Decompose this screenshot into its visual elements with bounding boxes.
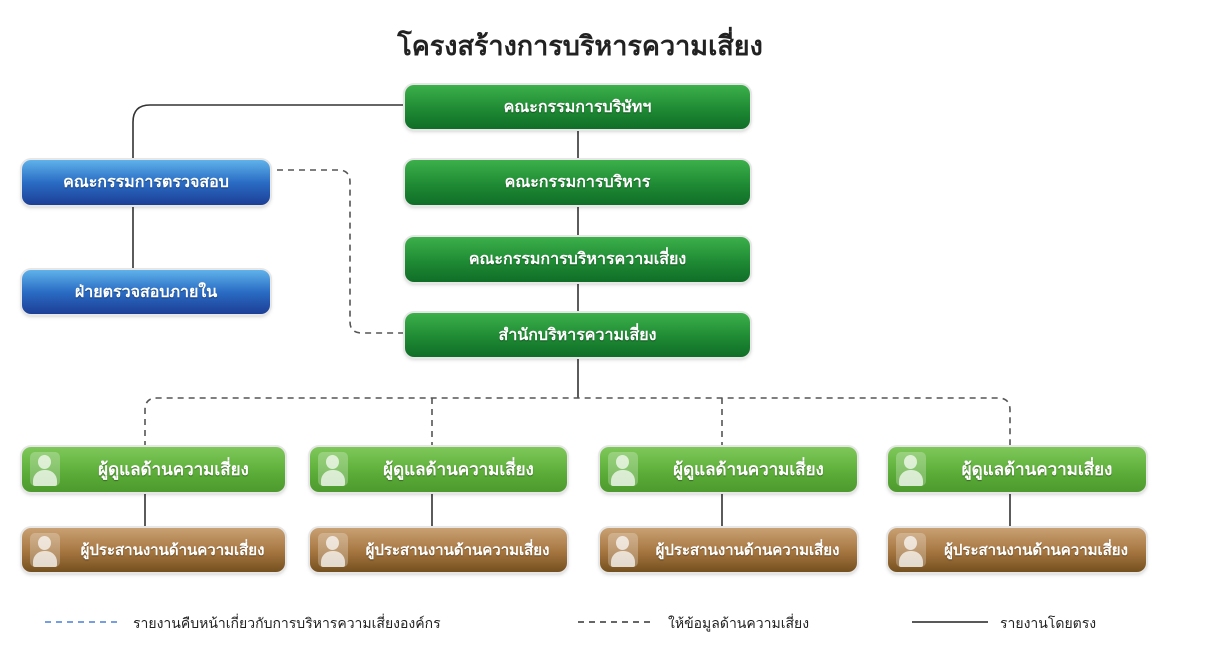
person-icon — [30, 452, 60, 486]
risk-coordinator-label: ผู้ประสานงานด้านความเสี่ยง — [365, 541, 550, 559]
legend-risk-information: ให้ข้อมูลด้านความเสี่ยง — [668, 616, 810, 632]
person-icon — [608, 452, 638, 486]
person-icon — [896, 533, 926, 567]
internal-audit-box: ฝ่ายตรวจสอบภายใน — [22, 270, 270, 314]
risk-coordinator-box: ผู้ประสานงานด้านความเสี่ยง — [888, 528, 1146, 572]
risk-coordinator-label: ผู้ประสานงานด้านความเสี่ยง — [655, 541, 840, 559]
risk-owner-box: ผู้ดูแลด้านความเสี่ยง — [22, 447, 285, 492]
risk-coordinator-label: ผู้ประสานงานด้านความเสี่ยง — [80, 541, 265, 559]
legend-progress-report: รายงานคืบหน้าเกี่ยวกับการบริหารความเสี่ย… — [133, 616, 441, 632]
risk-owner-box: ผู้ดูแลด้านความเสี่ยง — [600, 447, 857, 492]
person-icon — [896, 452, 926, 486]
person-icon — [318, 533, 348, 567]
risk-owner-label: ผู้ดูแลด้านความเสี่ยง — [383, 460, 534, 480]
risk-coordinator-box: ผู้ประสานงานด้านความเสี่ยง — [600, 528, 857, 572]
risk-coordinator-box: ผู้ประสานงานด้านความเสี่ยง — [310, 528, 567, 572]
risk-management-committee-box: คณะกรรมการบริหารความเสี่ยง — [405, 237, 750, 282]
board-of-directors-box: คณะกรรมการบริษัทฯ — [405, 85, 750, 129]
person-icon — [318, 452, 348, 486]
solid-board-to-audit — [132, 104, 405, 270]
dashed-audit-to-risk-office — [277, 169, 405, 334]
risk-coordinator-box: ผู้ประสานงานด้านความเสี่ยง — [22, 528, 285, 572]
solid-owner-coordinator — [144, 492, 1011, 528]
person-icon — [30, 533, 60, 567]
risk-owner-label: ผู้ดูแลด้านความเสี่ยง — [673, 460, 824, 480]
risk-owner-box: ผู้ดูแลด้านความเสี่ยง — [310, 447, 567, 492]
risk-owner-box: ผู้ดูแลด้านความเสี่ยง — [888, 447, 1146, 492]
person-icon — [608, 533, 638, 567]
legend-direct-report: รายงานโดยตรง — [1000, 616, 1097, 632]
risk-owner-label: ผู้ดูแลด้านความเสี่ยง — [98, 460, 249, 480]
diagram-title: โครงสร้างการบริหารความเสี่ยง — [397, 31, 763, 62]
executive-committee-box: คณะกรรมการบริหาร — [405, 160, 750, 205]
risk-management-office-box: สำนักบริหารความเสี่ยง — [405, 313, 750, 357]
risk-owner-label: ผู้ดูแลด้านความเสี่ยง — [961, 460, 1113, 480]
audit-committee-box: คณะกรรมการตรวจสอบ — [22, 160, 270, 205]
risk-coordinator-label: ผู้ประสานงานด้านความเสี่ยง — [944, 541, 1128, 559]
dashed-risk-office-to-owners — [144, 397, 1011, 447]
